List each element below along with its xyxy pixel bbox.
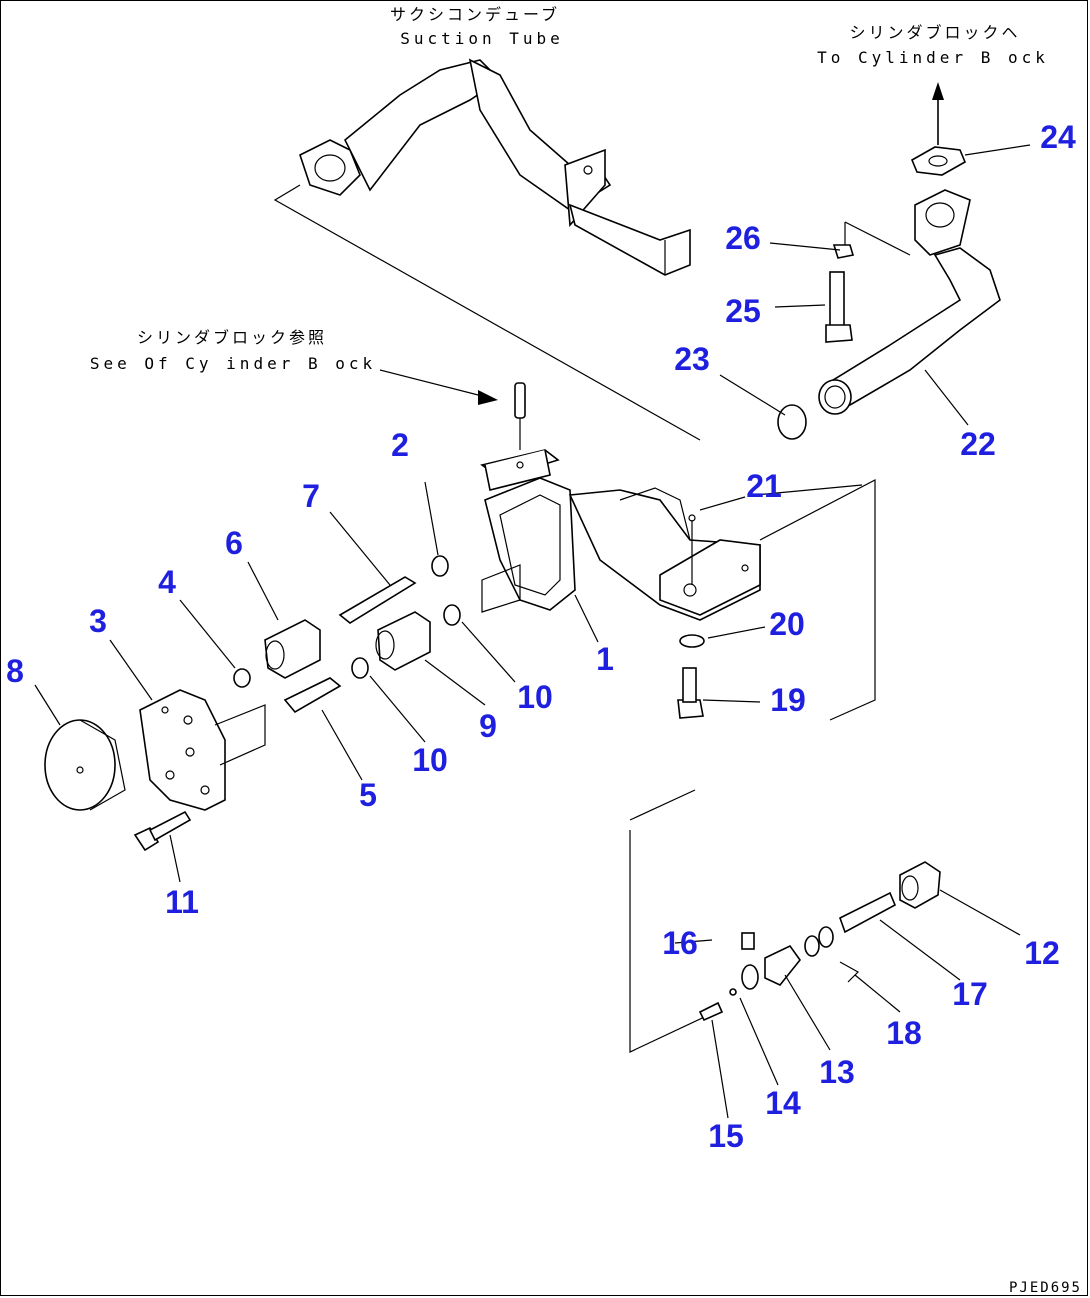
small-parts-drawing	[44, 514, 941, 1022]
callout-22: 22	[960, 426, 996, 462]
suction-tube-drawing	[273, 58, 701, 441]
callout-14: 14	[765, 1085, 801, 1121]
callout-15: 15	[708, 1118, 744, 1154]
bracket-lines	[379, 369, 876, 1053]
callout-23: 23	[674, 341, 710, 377]
drawing-code: PJED695	[1009, 1280, 1082, 1296]
callout-1: 1	[596, 641, 614, 677]
callout-24: 24	[1040, 119, 1076, 155]
suction-tube-label-jp: サクシコンデューブ	[390, 5, 560, 24]
callout-25: 25	[725, 293, 761, 329]
callout-16: 16	[662, 925, 698, 961]
callout-9: 9	[479, 708, 497, 744]
callout-3: 3	[89, 603, 107, 639]
callout-18: 18	[886, 1015, 922, 1051]
callout-17: 17	[952, 976, 988, 1012]
callout-12: 12	[1024, 935, 1060, 971]
callout-21: 21	[746, 468, 782, 504]
callout-10a: 10	[517, 679, 553, 715]
callout-13: 13	[819, 1054, 855, 1090]
callout-8: 8	[6, 653, 24, 689]
callout-4: 4	[158, 564, 176, 600]
leader-lines	[34, 144, 1031, 1119]
to-cylinder-label-en: To Cylinder B ock	[817, 48, 1049, 67]
see-cylinder-label-jp: シリンダブロック参照	[137, 328, 327, 347]
callout-11: 11	[165, 884, 199, 920]
callout-6: 6	[225, 525, 243, 561]
see-cylinder-label-en: See Of Cy inder B ock	[90, 354, 376, 373]
suction-tube-label-en: Suction Tube	[400, 29, 564, 48]
callout-7: 7	[302, 478, 320, 514]
callout-19: 19	[770, 682, 806, 718]
callout-26: 26	[725, 220, 761, 256]
outlet-pipe-drawing	[777, 82, 1001, 440]
callout-5: 5	[359, 777, 377, 813]
callout-10b: 10	[412, 742, 448, 778]
pump-body-drawing	[480, 382, 761, 621]
callout-20: 20	[769, 606, 805, 642]
callout-2: 2	[391, 427, 409, 463]
to-cylinder-label-jp: シリンダブロックヘ	[849, 23, 1020, 42]
